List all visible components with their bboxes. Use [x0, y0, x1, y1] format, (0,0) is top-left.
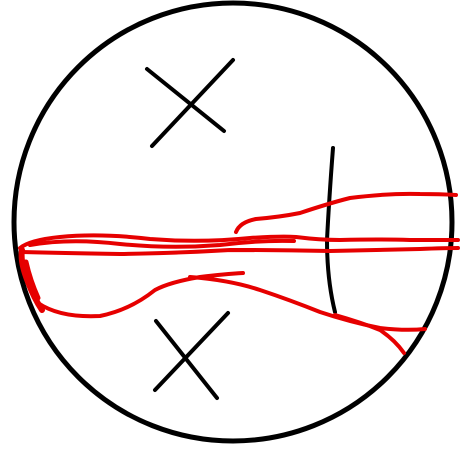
- red-stroke-top-right: [236, 194, 456, 232]
- vertical-line-mark: [327, 148, 335, 312]
- upper-x-mark: [147, 60, 233, 146]
- red-stroke-lower-right: [190, 277, 425, 330]
- lower-x-mark: [155, 313, 228, 398]
- red-scribble-strokes: [20, 194, 458, 353]
- red-stroke-middle: [22, 248, 458, 254]
- circle-boundary: [14, 3, 452, 441]
